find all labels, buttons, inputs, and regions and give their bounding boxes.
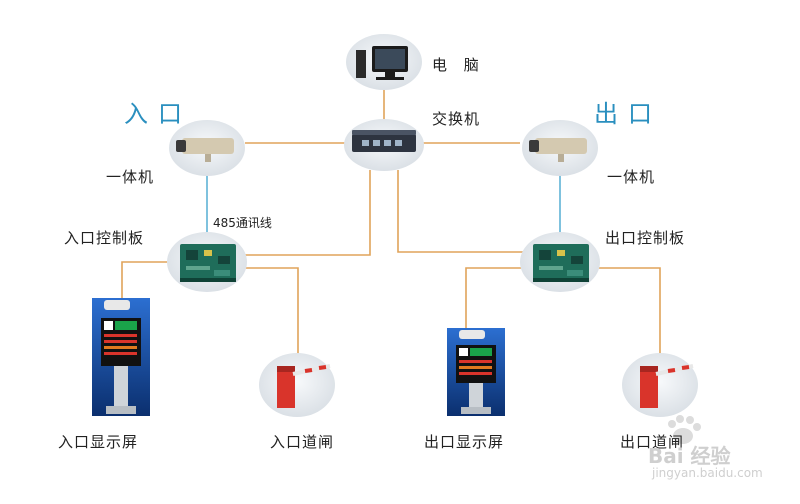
watermark-paw-icon: [668, 415, 701, 444]
controller-right-node: [520, 232, 600, 292]
parking-display-icon: [456, 330, 496, 414]
connection-lines: [121, 90, 661, 355]
gate-right-label: 出口道闸: [620, 433, 685, 451]
controller-left-node: [167, 232, 247, 292]
gate-right-node: [622, 353, 698, 417]
rs485-wire-label: 485通讯线: [213, 216, 272, 230]
rs485-lines: [206, 175, 561, 235]
barrier-gate-icon: [277, 364, 331, 408]
display-left-node: [92, 298, 150, 416]
camera-right-label: 一体机: [607, 168, 656, 186]
exit-section-label: 出口: [594, 100, 662, 128]
watermark-url: jingyan.baidu.com: [652, 466, 763, 480]
display-left-label: 入口显示屏: [58, 433, 139, 451]
line-controller-display-right: [465, 267, 525, 330]
controller-right-label: 出口控制板: [605, 229, 686, 247]
line-switch-controller-left: [240, 170, 371, 256]
camera-icon: [529, 138, 587, 162]
circuit-board-icon: [533, 244, 589, 282]
line-switch-controller-right: [397, 170, 525, 253]
line-controller-gate-right: [595, 267, 661, 355]
camera-icon: [176, 138, 234, 162]
display-right-label: 出口显示屏: [424, 433, 505, 451]
gate-left-node: [259, 353, 335, 417]
display-right-node: [447, 328, 505, 416]
barrier-gate-icon: [640, 364, 694, 408]
network-switch-icon: [352, 130, 416, 152]
switch-node: [344, 119, 424, 171]
circuit-board-icon: [180, 244, 236, 282]
parking-display-icon: [101, 300, 141, 414]
computer-node: [346, 34, 422, 90]
controller-left-label: 入口控制板: [64, 229, 145, 247]
gate-left-label: 入口道闸: [270, 433, 335, 451]
line-controller-gate-left: [240, 267, 299, 355]
watermark-text: Bai 经验: [648, 444, 731, 468]
camera-left-node: [169, 120, 245, 176]
camera-left-label: 一体机: [106, 168, 155, 186]
switch-label: 交换机: [432, 110, 481, 128]
camera-right-node: [522, 120, 598, 176]
computer-icon: [356, 46, 408, 80]
entrance-section-label: 入口: [124, 100, 192, 128]
computer-label: 电 脑: [432, 56, 485, 74]
line-controller-display-left: [121, 261, 175, 300]
